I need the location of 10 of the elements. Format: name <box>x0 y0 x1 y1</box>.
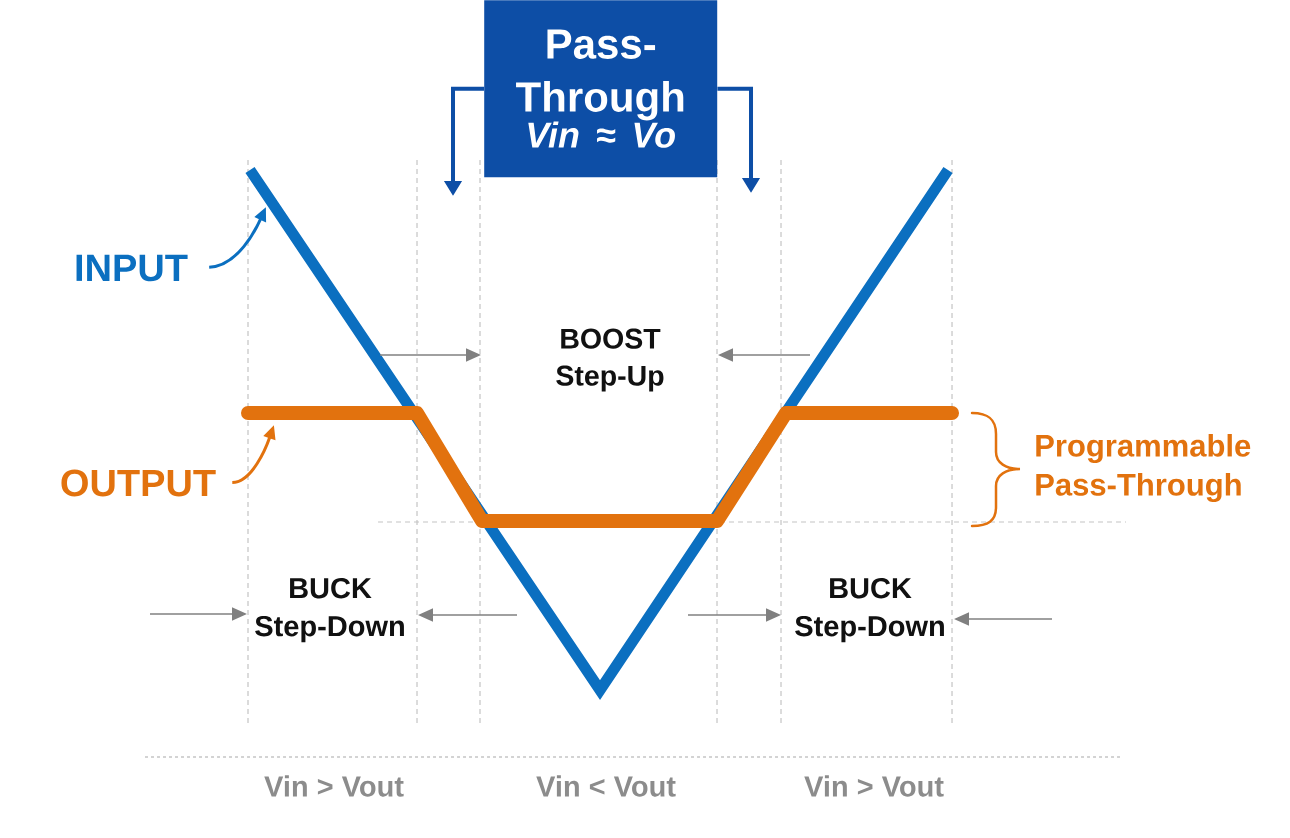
mode-label: BUCK Step-Down <box>795 577 944 643</box>
condition-label: Vin < Vout <box>536 775 676 797</box>
curve-label: INPUT <box>76 254 188 282</box>
callout-box: Pass- Through Vin ≈ Vo <box>484 0 718 178</box>
condition-label: Vin > Vout <box>264 775 404 797</box>
condition-label: Vin > Vout <box>804 775 944 797</box>
mode-label: BUCK Step-Down <box>255 577 404 643</box>
mode-label: BOOST Step-Up <box>556 328 664 392</box>
curve-label: OUTPUT <box>61 469 216 497</box>
range-label: Programmable Pass-Through <box>1036 434 1251 502</box>
